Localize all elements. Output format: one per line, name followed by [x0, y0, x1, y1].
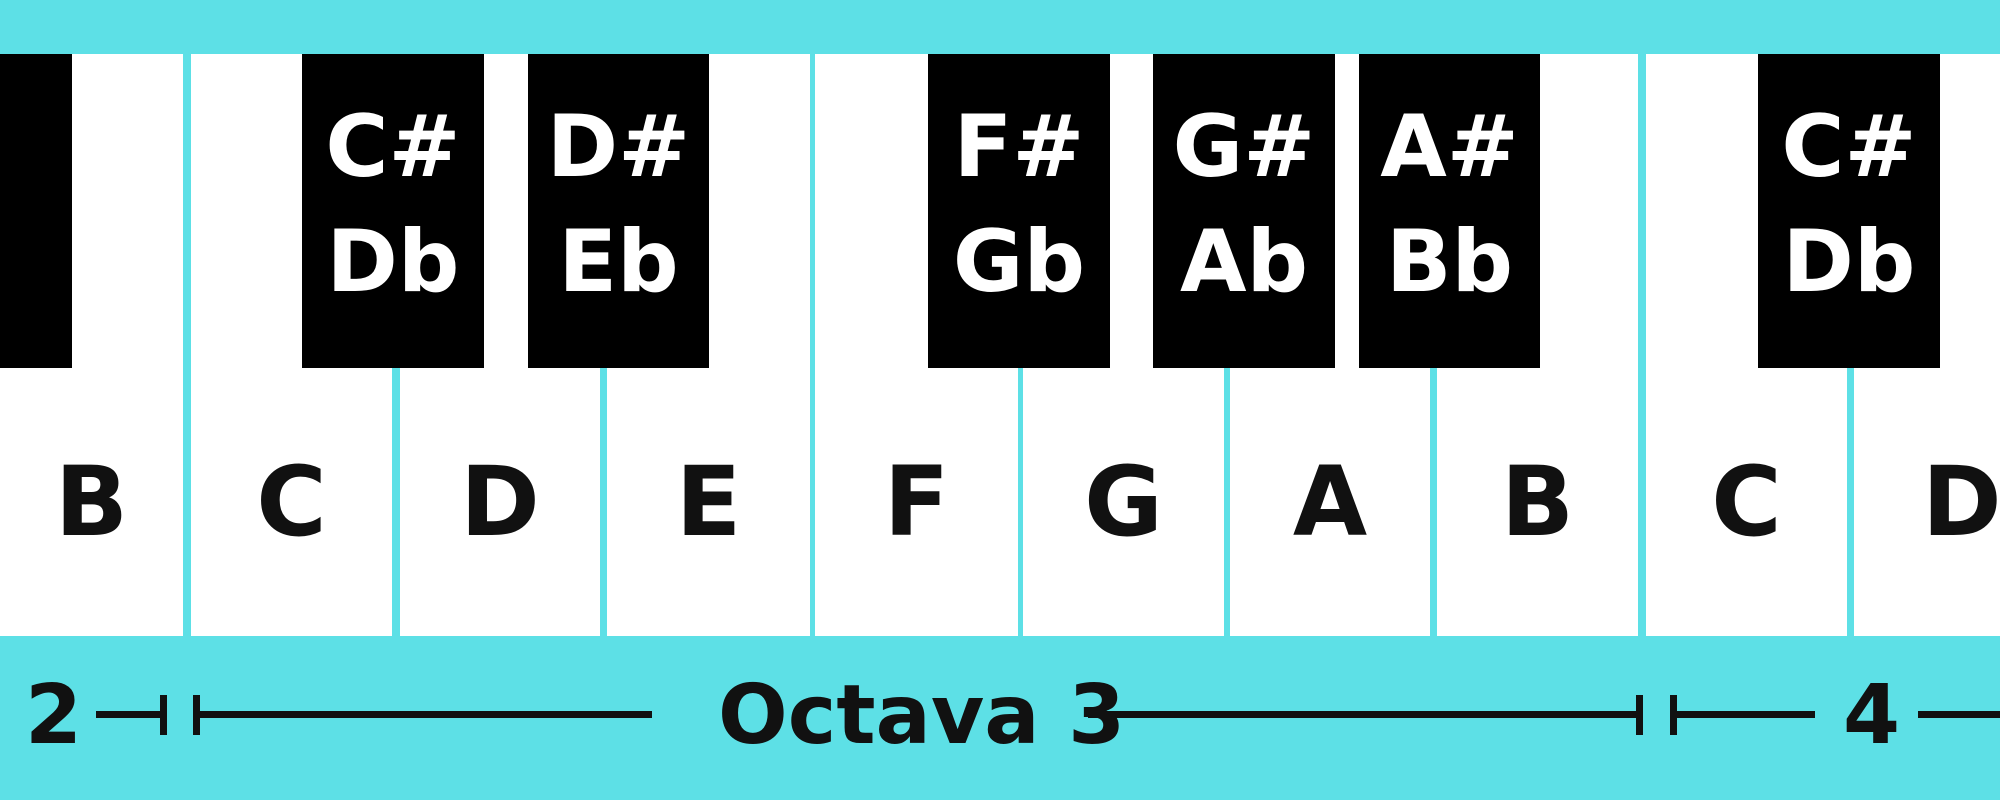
black-key-flat-label: Ab: [1179, 212, 1309, 312]
black-key-sharp-label: F#: [953, 97, 1085, 197]
octave-bracket-left: [96, 711, 164, 718]
octave-label-left: 2: [25, 668, 83, 763]
white-key-label: A: [1292, 446, 1368, 558]
black-key: G# Ab: [1153, 54, 1335, 368]
octave-bracket-center-left: [193, 711, 652, 718]
white-key-label: E: [675, 446, 742, 558]
black-key: C# Db: [1758, 54, 1940, 368]
octave-bracket-right-tail: [1918, 711, 2000, 718]
black-key: D# Eb: [528, 54, 709, 368]
black-key: F# Gb: [928, 54, 1110, 368]
octave-label-center: Octava 3: [718, 668, 1126, 763]
black-key: C# Db: [302, 54, 484, 368]
black-key-sharp-label: C#: [325, 97, 461, 197]
white-key-label: C: [256, 446, 327, 558]
octave-label-right: 4: [1843, 668, 1901, 763]
octave-bracket-center-right: [1088, 711, 1640, 718]
black-key-sharp-label: G#: [1172, 97, 1316, 197]
white-key-label: C: [1711, 446, 1782, 558]
black-key-sharp-label: A#: [1380, 97, 1519, 197]
octave-tick: [1636, 695, 1643, 735]
octave-strip: [0, 636, 2000, 800]
white-key-label: D: [1922, 446, 2000, 558]
black-key-flat-label: Gb: [952, 212, 1086, 312]
octave-tick: [160, 695, 167, 735]
white-key-label: B: [1500, 446, 1575, 558]
black-key-flat-label: Db: [326, 212, 460, 312]
black-key-sharp-label: C#: [1781, 97, 1917, 197]
white-key-label: D: [460, 446, 540, 558]
black-key-flat-label: Db: [1782, 212, 1916, 312]
top-strip: [0, 0, 2000, 54]
black-key: [0, 54, 72, 368]
black-key-sharp-label: D#: [546, 97, 691, 197]
white-key-label: F: [883, 446, 950, 558]
black-key-flat-label: Eb: [558, 212, 679, 312]
white-key-label: B: [54, 446, 129, 558]
black-key-flat-label: Bb: [1385, 212, 1514, 312]
white-key-label: G: [1084, 446, 1163, 558]
octave-bracket-right: [1670, 711, 1815, 718]
black-key: A# Bb: [1359, 54, 1540, 368]
